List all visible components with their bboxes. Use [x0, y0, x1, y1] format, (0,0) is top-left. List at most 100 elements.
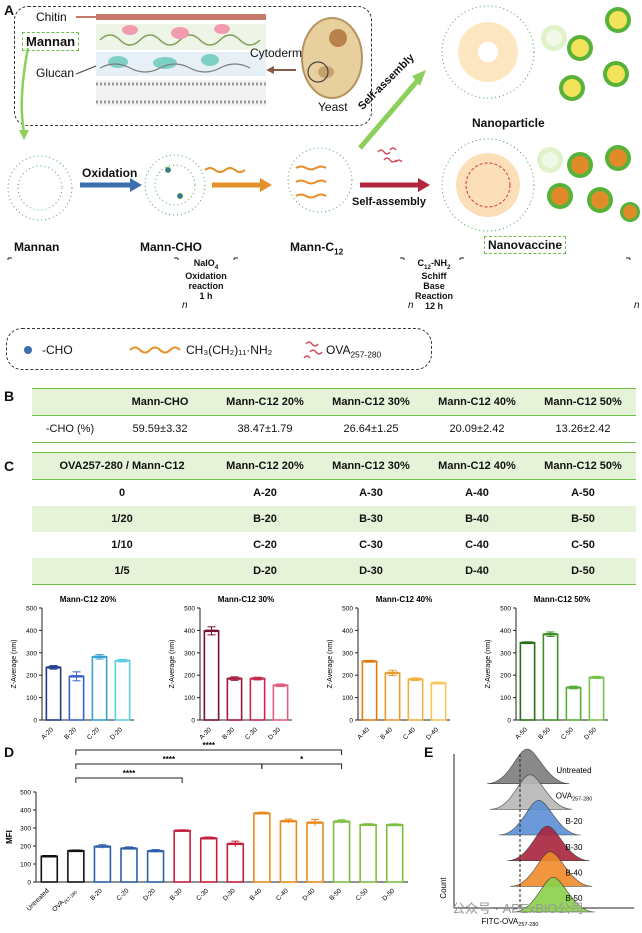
bar — [91, 656, 108, 721]
y-tick-label: 400 — [26, 628, 37, 635]
significance-label: **** — [202, 741, 215, 750]
mannan-extract-arrow — [20, 47, 30, 133]
x-axis-label: FITC-OVA257-280 — [482, 917, 539, 928]
histogram-peak — [507, 825, 590, 861]
significance-label: * — [300, 755, 304, 764]
bar — [114, 659, 131, 721]
bar — [272, 684, 289, 721]
nanovaccine-label: Nanovaccine — [484, 236, 567, 254]
yeast-label: Yeast — [318, 100, 348, 114]
y-tick-label: 0 — [33, 718, 37, 725]
histogram-peak — [490, 774, 573, 810]
y-axis-label: Count — [439, 877, 448, 899]
bar — [385, 824, 404, 883]
x-tick-label: D-30 — [222, 887, 237, 902]
ova-peptide-icon — [377, 147, 403, 163]
y-tick-label: 100 — [184, 695, 195, 702]
x-tick-label: D-30 — [267, 726, 282, 740]
x-tick-label: D-40 — [425, 726, 440, 740]
self-assembly-label-right: Self-assembly — [352, 196, 426, 208]
y-tick-label: 0 — [191, 718, 195, 725]
y-tick-label: 500 — [184, 606, 195, 613]
table-b-header: Mann-CHO — [131, 396, 189, 408]
nanoparticle-spheres-top — [541, 7, 631, 101]
mannan-polymer — [7, 155, 73, 221]
bar — [226, 677, 243, 721]
bar — [199, 837, 218, 883]
panel-c-charts: Mann-C12 20%Z-Average (nm)01002003004005… — [11, 595, 608, 740]
ova-icon — [303, 341, 323, 359]
y-tick-label: 500 — [26, 606, 37, 613]
chitin-layer — [96, 14, 266, 20]
bar — [146, 850, 165, 883]
y-tick-label: 300 — [20, 826, 31, 833]
bar-chart-3: Mann-C12 40%Z-Average (nm)01002003004005… — [327, 595, 450, 740]
table-c-header: Mann-C12 20% — [226, 460, 304, 472]
x-tick-label: B-40 — [249, 887, 264, 902]
bar — [173, 829, 191, 883]
c12-chain-icon — [204, 167, 246, 173]
y-tick-label: 300 — [500, 650, 511, 657]
x-tick-label: C-20 — [115, 887, 130, 902]
table-b-header: Mann-C12 40% — [438, 396, 516, 408]
histogram-label: B-40 — [566, 869, 583, 878]
x-tick-label: B-20 — [63, 726, 78, 740]
chart-title: Mann-C12 30% — [218, 595, 274, 604]
cho-icon — [24, 346, 32, 354]
self-assembly-up-arrow — [358, 78, 420, 150]
x-tick-label: C-30 — [244, 726, 259, 740]
histogram-label: OVA257-280 — [556, 792, 593, 803]
bar — [203, 630, 220, 721]
y-tick-label: 200 — [26, 673, 37, 680]
x-tick-label: C-40 — [402, 726, 417, 740]
bar — [588, 676, 605, 721]
significance-bracket — [261, 763, 343, 769]
significance-bracket — [75, 749, 343, 755]
bar — [384, 672, 401, 721]
y-tick-label: 400 — [500, 628, 511, 635]
x-tick-label: C-50 — [355, 887, 370, 902]
x-tick-label: B-30 — [221, 726, 236, 740]
x-tick-label: OVA257-280 — [51, 887, 78, 914]
panel-a-diagram — [7, 5, 640, 260]
y-tick-label: 0 — [349, 718, 353, 725]
x-tick-label: D-50 — [583, 726, 598, 740]
x-tick-label: B-50 — [328, 887, 343, 902]
table-b-header: Mann-C12 30% — [332, 396, 410, 408]
y-tick-label: 300 — [184, 650, 195, 657]
watermark: 公众号 · APExBIO公司 — [452, 901, 584, 916]
x-tick-label: C-50 — [560, 726, 575, 740]
panel-e-chart: UntreatedOVA257-280B-20B-30B-40B-50FITC-… — [439, 748, 634, 928]
significance-label: **** — [163, 755, 176, 764]
x-tick-label: Untreated — [26, 887, 51, 912]
y-tick-label: 400 — [20, 808, 31, 815]
x-tick-label: B-50 — [537, 726, 552, 740]
bar — [93, 845, 112, 883]
membrane-layer — [96, 80, 266, 106]
amine-chain-icon — [129, 346, 181, 354]
y-tick-label: 100 — [342, 695, 353, 702]
panel-label-e: E — [424, 744, 434, 760]
y-axis-label: Z-Average (nm) — [169, 640, 176, 689]
legend-icons — [24, 341, 323, 359]
bar — [565, 686, 582, 721]
mann-c12-polymer — [287, 147, 353, 213]
bar — [249, 677, 266, 721]
bar — [542, 633, 559, 721]
table-c-header: Mann-C12 50% — [544, 460, 622, 472]
panel-label-a: A — [4, 2, 15, 18]
significance-label: **** — [123, 769, 136, 778]
table-c-header: OVA257-280 / Mann-C12 — [59, 460, 185, 472]
y-tick-label: 500 — [342, 606, 353, 613]
cell-wall-box — [14, 6, 372, 126]
table-c: OVA257-280 / Mann-C12 Mann-C12 20% Mann-… — [32, 452, 636, 585]
y-tick-label: 0 — [507, 718, 511, 725]
y-tick-label: 0 — [27, 880, 31, 887]
table-b: Mann-CHO Mann-C12 20% Mann-C12 30% Mann-… — [32, 388, 636, 443]
y-tick-label: 100 — [500, 695, 511, 702]
y-axis-label: Z-Average (nm) — [327, 640, 334, 689]
